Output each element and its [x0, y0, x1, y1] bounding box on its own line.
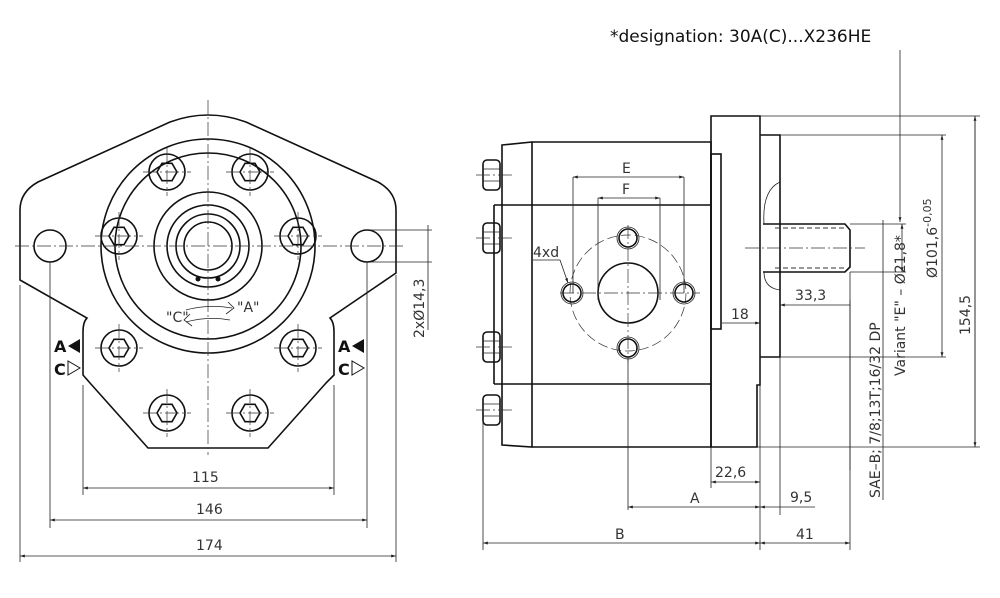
rotation-arrowheads-icon	[183, 301, 235, 327]
tie-bolt-nut-icon	[476, 159, 512, 191]
dim-f: F	[622, 182, 630, 198]
ring-eye-left	[195, 276, 201, 282]
rotation-arrows-icon	[185, 306, 233, 323]
tie-bolt-nut-icon	[476, 394, 512, 426]
bolt-head-icon	[226, 389, 274, 437]
bolt-head-icon	[274, 212, 322, 260]
dim-mount-holes: 2xØ14,3	[412, 279, 428, 338]
ring-eye-right	[215, 276, 221, 282]
dim-pilot: Ø101,6-0,05	[921, 198, 941, 278]
rotation-label-a: "A"	[237, 300, 259, 316]
shaft-extension-lines	[850, 223, 906, 273]
filled-triangle-icon	[352, 339, 364, 353]
filled-triangle-icon	[68, 339, 80, 353]
dim-22-6: 22,6	[715, 465, 746, 481]
dim-a: A	[690, 491, 700, 507]
bolt-head-icon	[95, 324, 143, 372]
dim-spline: SAE–B; 7/8;13T;16/32 DP	[868, 322, 884, 498]
port-label-a-left: A	[54, 337, 67, 356]
dim-shaft-variant: Variant "E" – Ø21,8*	[893, 235, 909, 376]
dim-e: E	[622, 161, 631, 177]
ef-extension-lines	[572, 177, 685, 300]
flange-outline	[19, 114, 397, 449]
shaft-relief	[763, 181, 781, 291]
dim-18: 18	[731, 307, 749, 323]
side-extension-lines	[482, 116, 851, 550]
port-label-a-right: A	[338, 337, 351, 356]
bolt-head-icon	[95, 212, 143, 260]
bolt-head-icon	[143, 389, 191, 437]
dim-line-mount-holes	[370, 225, 432, 330]
side-view: E F 4xd 18 33,3 22,6 A 9,5 B 41 154,5 Ø1…	[476, 115, 980, 550]
bolt-head-icon	[143, 148, 191, 196]
pilot-extension-lines	[780, 134, 946, 358]
port-label-c-right: C	[338, 360, 350, 379]
port-label-c-left: C	[54, 360, 66, 379]
shaft-spline-lines	[775, 227, 846, 269]
flange-recess	[710, 153, 722, 330]
body-outline	[501, 141, 712, 448]
front-view: "A" "C" A C A C 115 146 174 2xØ14,3	[15, 100, 432, 562]
extension-lines	[19, 262, 397, 562]
center-lines	[15, 100, 405, 455]
leader-4xd	[533, 259, 569, 284]
dim-154-5: 154,5	[958, 295, 974, 335]
dim-9-5: 9,5	[790, 490, 812, 506]
dim-33-3: 33,3	[795, 288, 826, 304]
tie-bolt-nut-icon	[476, 222, 512, 254]
tie-bolt-nut-icon	[476, 331, 512, 363]
mounting-flange	[710, 115, 761, 448]
bolt-head-icon	[226, 148, 274, 196]
dim-b: B	[615, 527, 625, 543]
shaft	[763, 223, 851, 273]
hollow-triangle-icon	[351, 360, 365, 376]
dim-174: 174	[196, 538, 223, 554]
rotation-label-c: "C"	[166, 310, 189, 326]
dim-41: 41	[796, 527, 814, 543]
pilot	[760, 134, 781, 358]
hollow-triangle-icon	[67, 360, 81, 376]
bolt-head-icon	[274, 324, 322, 372]
designation-label: *designation: 30A(C)...X236HE	[610, 27, 871, 47]
body-split-lines	[493, 204, 711, 385]
dim-146: 146	[196, 502, 223, 518]
dim-4xd: 4xd	[533, 245, 559, 261]
port-center-lines	[560, 225, 865, 362]
dim-115: 115	[192, 470, 219, 486]
